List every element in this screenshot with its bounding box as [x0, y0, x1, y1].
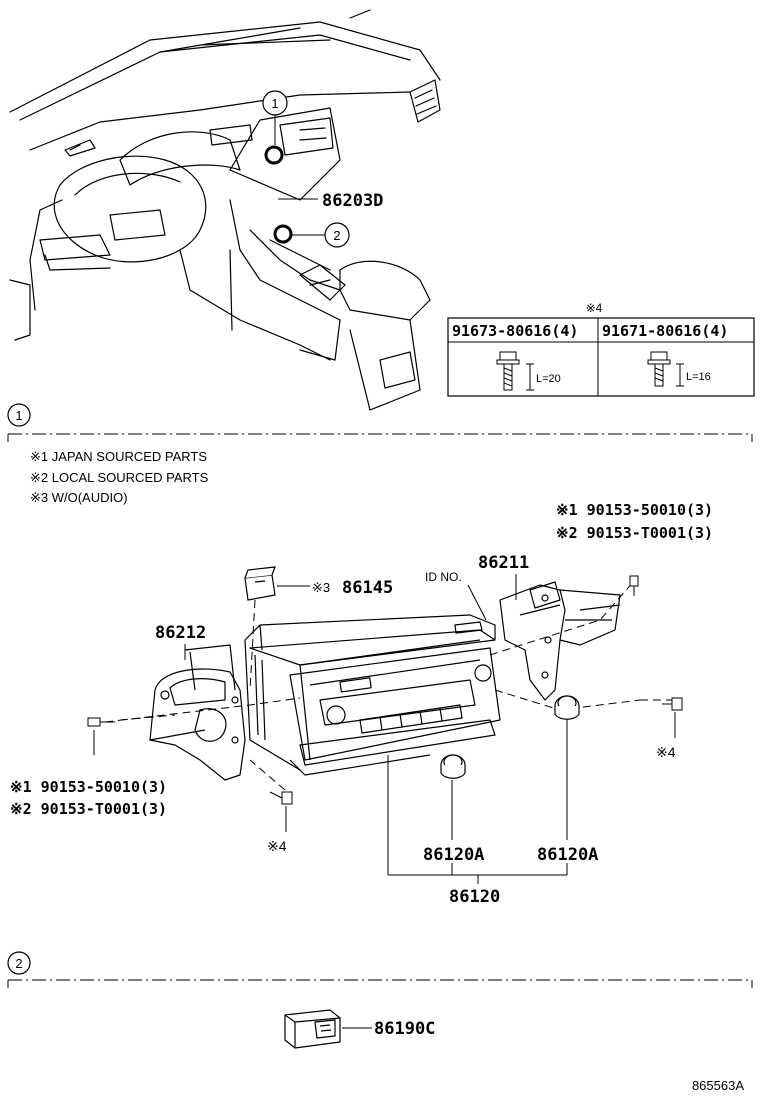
svg-text:1: 1 — [271, 96, 278, 111]
bracket-86212-label: 86212 — [155, 623, 206, 643]
svg-text:※2 90153-T0001(3): ※2 90153-T0001(3) — [556, 524, 713, 542]
screw-icons — [87, 575, 683, 805]
flange-bolt-icon — [647, 351, 684, 387]
switch-86190C-label: 86190C — [374, 1019, 435, 1039]
bolt-b-length: L=16 — [686, 371, 711, 383]
dashboard-illustration — [9, 9, 441, 411]
switch-86190C-icon — [284, 1009, 341, 1049]
bolt-table: ※4 91673-80616(4) 91671-80616(4) L=20 L=… — [447, 301, 755, 397]
assembly-guide-lines — [104, 579, 675, 791]
callout-2-top: 2 — [273, 222, 350, 248]
screw-icon — [629, 575, 639, 596]
svg-text:1: 1 — [15, 408, 22, 423]
bolt-a-part-number: 91673-80616(4) — [452, 322, 578, 340]
legend-item: ※3 W/O(AUDIO) — [30, 490, 128, 505]
screw-icon — [87, 717, 115, 727]
knob-86120A-left-label: 86120A — [423, 845, 484, 865]
illustration-id: 865563A — [692, 1078, 744, 1093]
svg-text:※4: ※4 — [586, 301, 603, 315]
svg-text:※1 90153-50010(3): ※1 90153-50010(3) — [10, 778, 167, 796]
right-bracket — [499, 581, 621, 701]
screw-icon — [269, 791, 293, 805]
legend-item: ※2 LOCAL SOURCED PARTS — [30, 470, 209, 485]
switch-86145-label: 86145 — [342, 578, 393, 598]
svg-text:86203D: 86203D — [322, 191, 383, 211]
bolt-a-length: L=20 — [536, 373, 561, 385]
bracket-86211-label: 86211 — [478, 553, 529, 573]
audio-head-unit — [244, 614, 501, 776]
legend: ※1 JAPAN SOURCED PARTS ※2 LOCAL SOURCED … — [30, 449, 209, 505]
flange-bolt-icon — [496, 351, 534, 391]
knob-icon — [440, 754, 466, 779]
section-1-header: 1 — [7, 403, 753, 442]
svg-text:※2 90153-T0001(3): ※2 90153-T0001(3) — [10, 800, 167, 818]
bolt-b-part-number: 91671-80616(4) — [602, 322, 728, 340]
left-screw-labels: ※1 90153-50010(3) ※2 90153-T0001(3) — [10, 778, 167, 818]
knob-86120A-right-label: 86120A — [537, 845, 598, 865]
id-number-label: ID NO. — [425, 570, 462, 584]
id-number-leader — [467, 584, 487, 621]
knob-icon — [554, 695, 580, 720]
screw-icon — [662, 697, 683, 711]
callout-1-top: 1 — [262, 90, 288, 165]
switch-86145-icon — [244, 566, 276, 601]
legend-item: ※1 JAPAN SOURCED PARTS — [30, 449, 207, 464]
svg-text:※1 90153-50010(3): ※1 90153-50010(3) — [556, 501, 713, 519]
svg-text:2: 2 — [333, 228, 340, 243]
part-leader-lines — [387, 720, 568, 884]
right-screw-labels: ※1 90153-50010(3) ※2 90153-T0001(3) — [556, 501, 713, 542]
assembly-86120-label: 86120 — [449, 887, 500, 907]
svg-text:2: 2 — [15, 956, 22, 971]
left-bracket — [149, 644, 246, 781]
section-2-header: 2 — [7, 951, 753, 988]
note-4-left: ※4 — [267, 838, 287, 854]
note-4-right: ※4 — [656, 744, 676, 760]
switch-86145-note: ※3 — [312, 580, 330, 595]
harness-label: 86203D — [278, 191, 383, 211]
